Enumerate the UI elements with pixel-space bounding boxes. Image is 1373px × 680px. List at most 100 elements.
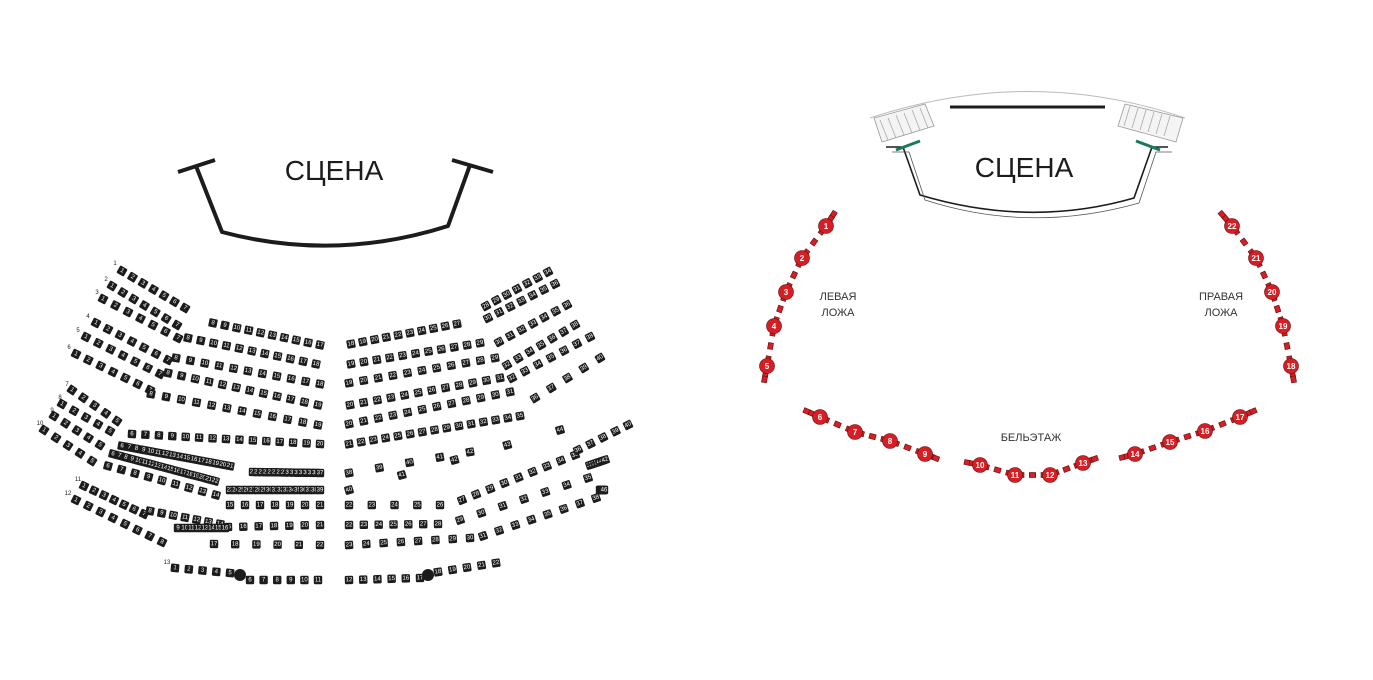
- seat-box[interactable]: [405, 328, 415, 338]
- seat[interactable]: 22: [210, 476, 220, 486]
- seat-box[interactable]: [127, 271, 138, 283]
- seat[interactable]: 15: [387, 574, 396, 584]
- seat[interactable]: 13: [167, 450, 178, 460]
- seat-box[interactable]: [571, 338, 583, 350]
- seat[interactable]: 39: [315, 485, 325, 495]
- seat-box[interactable]: [190, 374, 201, 384]
- seat-box[interactable]: [374, 463, 384, 473]
- seat-box[interactable]: [585, 438, 596, 450]
- seat[interactable]: 26: [427, 385, 437, 395]
- seat-box[interactable]: [157, 475, 167, 486]
- box-circle[interactable]: [778, 284, 794, 300]
- seat-box[interactable]: [358, 337, 368, 347]
- seat-box[interactable]: [315, 468, 325, 478]
- seat[interactable]: 34: [539, 312, 550, 323]
- seat[interactable]: 27: [417, 427, 427, 437]
- seat-box[interactable]: [132, 524, 143, 536]
- box-badge[interactable]: 6: [812, 409, 828, 425]
- box-circle[interactable]: [1197, 423, 1213, 439]
- seat-box[interactable]: [402, 407, 413, 418]
- seat-box[interactable]: [252, 540, 261, 549]
- seat-box[interactable]: [285, 354, 296, 364]
- seat-box[interactable]: [231, 382, 241, 393]
- seat-box[interactable]: [225, 500, 235, 510]
- seat[interactable]: 15: [272, 351, 283, 361]
- seat-box[interactable]: [230, 539, 240, 549]
- seat-box[interactable]: [315, 439, 325, 449]
- seat-box[interactable]: [245, 575, 255, 585]
- seat[interactable]: 4: [83, 432, 95, 444]
- seat[interactable]: 35: [583, 473, 594, 484]
- seat[interactable]: 20: [369, 334, 380, 345]
- seat-box[interactable]: [171, 319, 183, 331]
- seat[interactable]: 4: [92, 419, 104, 430]
- seat[interactable]: 14: [207, 523, 216, 533]
- seat-box[interactable]: [272, 391, 282, 402]
- seat[interactable]: 24: [417, 365, 427, 376]
- seat-box[interactable]: [535, 339, 547, 351]
- box-badge[interactable]: 3: [778, 284, 794, 300]
- seat[interactable]: 26: [435, 500, 445, 510]
- seat-box[interactable]: [208, 433, 217, 443]
- seat[interactable]: 29: [475, 338, 485, 348]
- seat[interactable]: 5: [119, 518, 131, 530]
- seat[interactable]: 11: [214, 361, 224, 371]
- seat-box[interactable]: [191, 397, 202, 408]
- seat[interactable]: 3: [114, 330, 126, 341]
- seat[interactable]: 6: [127, 429, 137, 439]
- seat-box[interactable]: [105, 344, 116, 355]
- seat-box[interactable]: [100, 407, 112, 419]
- box-badge[interactable]: 5: [759, 358, 775, 374]
- seat-box[interactable]: [128, 293, 140, 305]
- box-circle[interactable]: [1127, 446, 1143, 462]
- seat[interactable]: 30: [454, 421, 464, 431]
- seat[interactable]: 25: [423, 346, 434, 357]
- seat[interactable]: 27: [413, 536, 423, 546]
- seat-box[interactable]: [506, 372, 518, 384]
- seat[interactable]: 14: [257, 368, 268, 379]
- seat-box[interactable]: [70, 494, 82, 506]
- seat-box[interactable]: [78, 480, 90, 492]
- seat-box[interactable]: [154, 431, 164, 440]
- seat[interactable]: 36: [558, 503, 569, 515]
- seat-box[interactable]: [70, 348, 82, 360]
- loge-seat[interactable]: [1183, 432, 1192, 441]
- seat-box[interactable]: [170, 563, 180, 573]
- box-circle[interactable]: [1232, 409, 1248, 425]
- seat-box[interactable]: [130, 356, 141, 367]
- seat[interactable]: 3: [137, 277, 149, 289]
- seat[interactable]: 37: [558, 326, 570, 338]
- box-badge[interactable]: 2: [794, 250, 810, 266]
- seat-box[interactable]: [171, 353, 181, 363]
- seat[interactable]: 36: [546, 332, 559, 345]
- seat-box[interactable]: [369, 334, 380, 345]
- seat[interactable]: 20: [359, 357, 369, 367]
- seat[interactable]: 20: [344, 419, 354, 429]
- seat-box[interactable]: [373, 413, 384, 423]
- box-badge[interactable]: 20: [1264, 284, 1280, 300]
- seat-box[interactable]: [137, 277, 149, 289]
- seat-box[interactable]: [344, 540, 354, 550]
- seat[interactable]: 19: [313, 420, 323, 430]
- seat[interactable]: 1: [97, 293, 109, 305]
- box-badge[interactable]: 1: [818, 218, 834, 234]
- seat[interactable]: 6: [150, 348, 162, 360]
- seat[interactable]: 37: [571, 338, 583, 350]
- seat[interactable]: 27: [449, 342, 459, 352]
- seat-box[interactable]: [130, 468, 140, 479]
- seat[interactable]: 2: [184, 564, 194, 574]
- seat[interactable]: 32: [494, 525, 505, 536]
- seat-box[interactable]: [147, 319, 159, 331]
- seat-box[interactable]: [203, 457, 214, 467]
- seat[interactable]: 2: [88, 485, 100, 496]
- seat-box[interactable]: [562, 372, 574, 384]
- seat-box[interactable]: [298, 356, 308, 367]
- seat-box[interactable]: [491, 295, 502, 306]
- seat-box[interactable]: [380, 433, 391, 443]
- seat[interactable]: 32: [505, 301, 516, 312]
- seat[interactable]: 9: [138, 445, 149, 455]
- seat[interactable]: 7: [259, 575, 268, 585]
- seat[interactable]: 21: [372, 355, 382, 365]
- seat[interactable]: 10: [180, 523, 189, 533]
- seat[interactable]: 30: [482, 312, 494, 324]
